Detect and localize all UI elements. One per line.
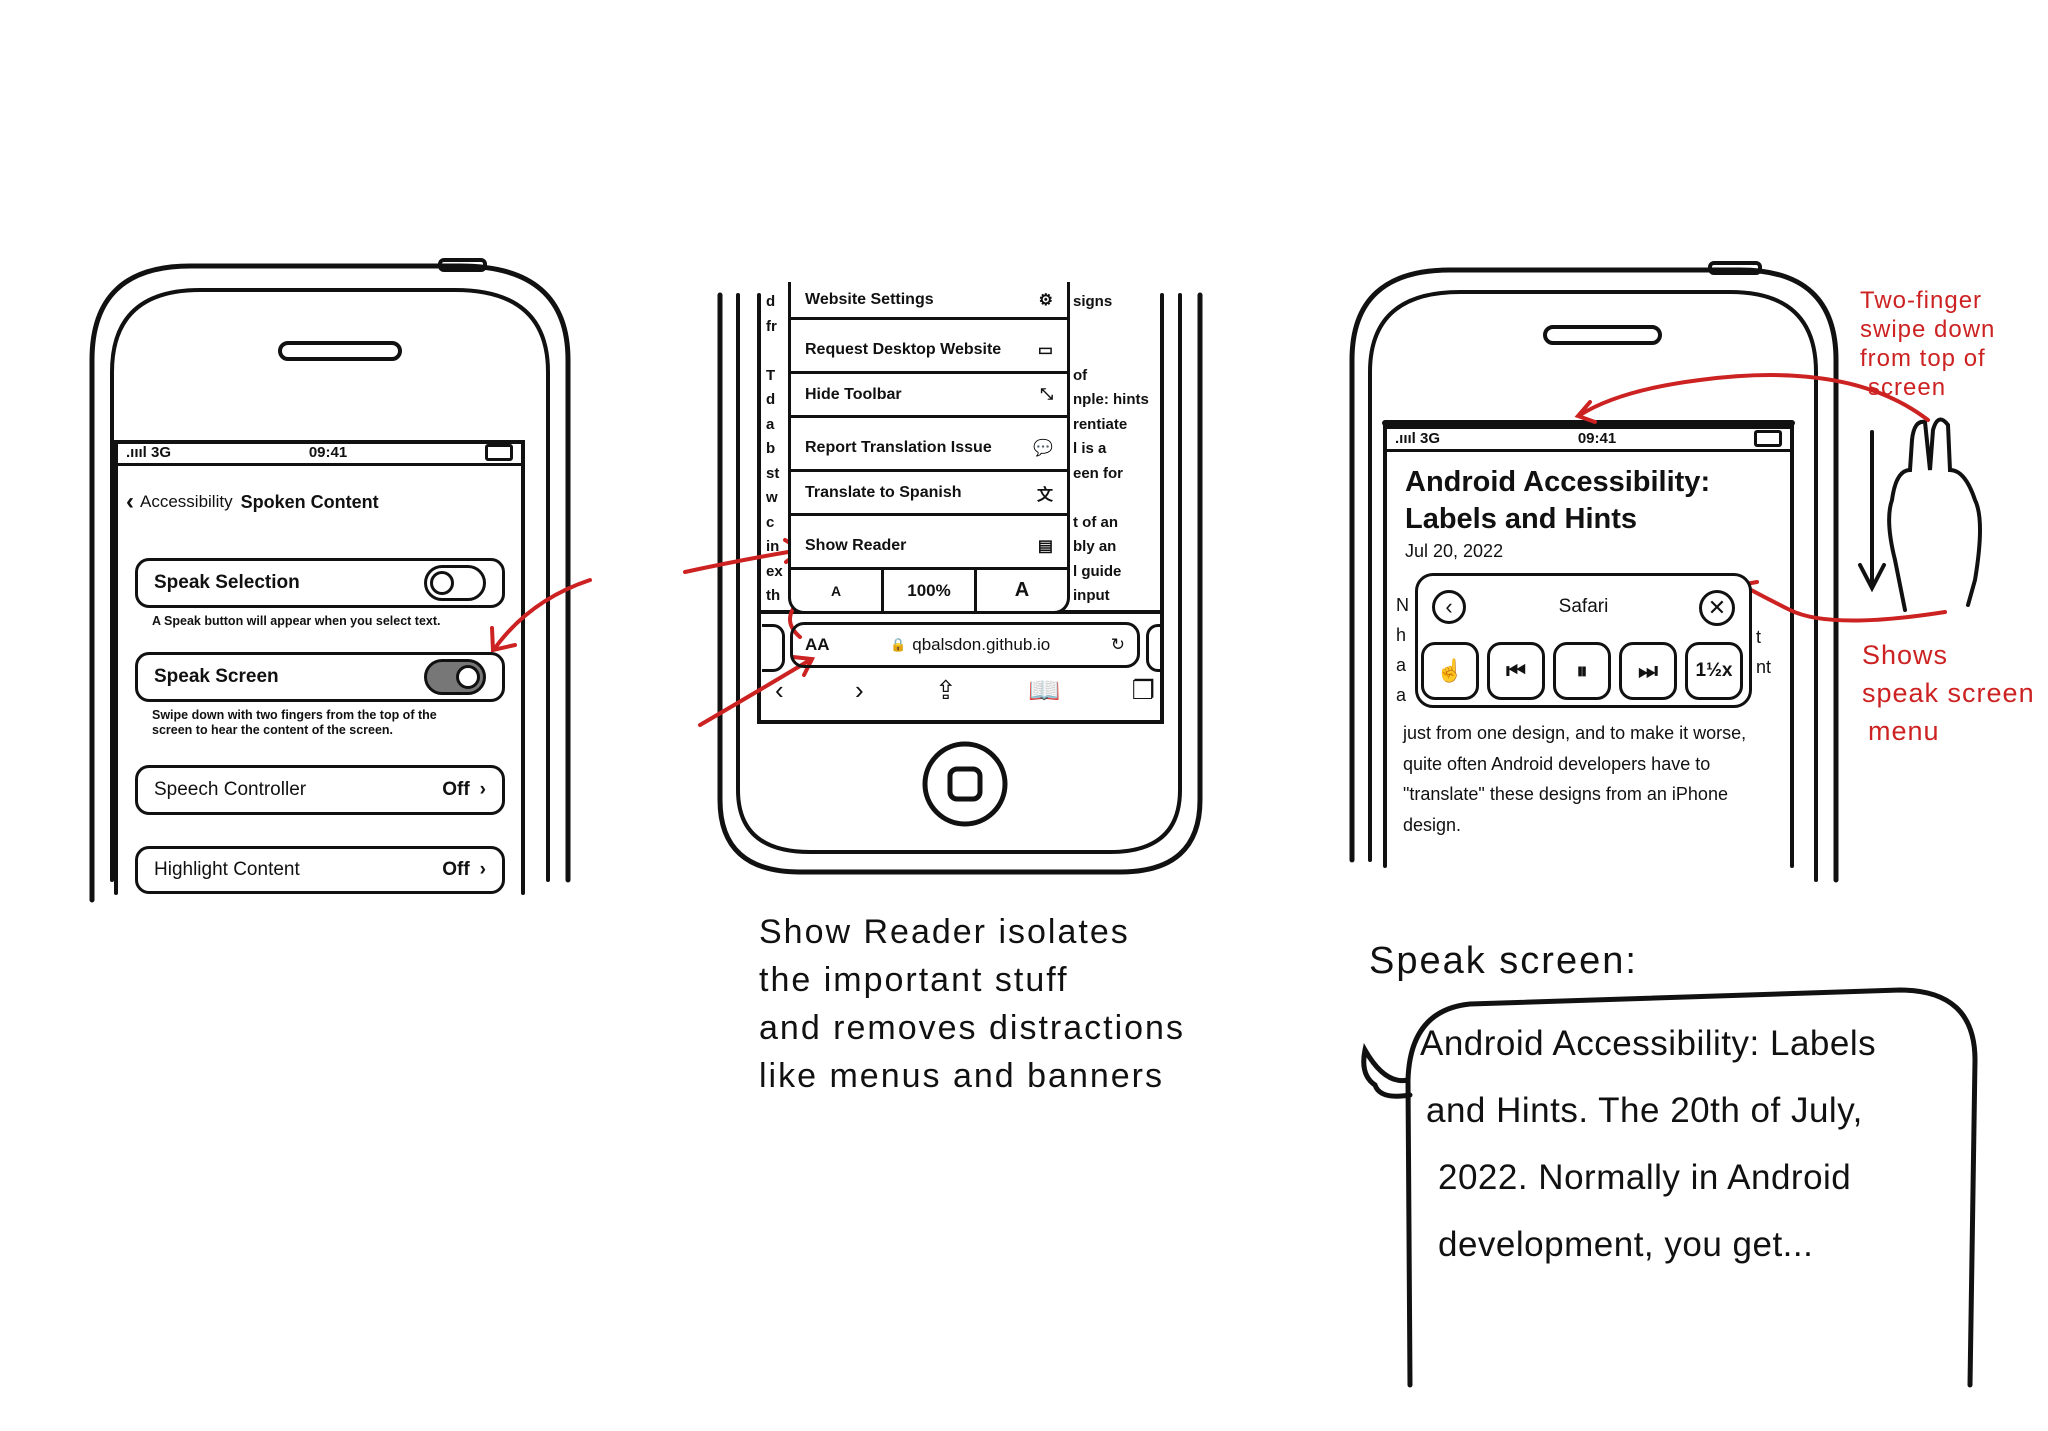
- page-title: Spoken Content: [240, 491, 379, 512]
- skip-back-icon: ⏮: [1506, 658, 1526, 683]
- text-size-row: A 100% A: [791, 570, 1067, 611]
- speak-screen-help: Swipe down with two fingers from the top…: [152, 708, 437, 737]
- speak-screen-heading: Speak screen:: [1369, 940, 1638, 982]
- page-settings-menu: Website Settings⚙ Request Desktop Websit…: [788, 282, 1070, 614]
- menu-item-hide-toolbar[interactable]: Hide Toolbar⤡: [791, 374, 1067, 418]
- bookmarks-icon[interactable]: 📖: [1027, 675, 1061, 705]
- clock: 09:41: [1577, 430, 1617, 447]
- signal-indicator: .ıııl 3G: [1395, 430, 1441, 447]
- address-bar[interactable]: AA 🔒 qbalsdon.github.io ↻: [790, 622, 1140, 668]
- chevron-right-icon: ›: [479, 779, 486, 800]
- reader-icon: ▤: [1037, 537, 1053, 555]
- speak-screen-row[interactable]: Speak Screen: [135, 652, 505, 702]
- speak-selection-row[interactable]: Speak Selection: [135, 558, 505, 608]
- back-icon[interactable]: ‹: [775, 675, 784, 705]
- phone1-nav-bar: ‹ Accessibility Spoken Content: [126, 488, 379, 516]
- lock-icon: 🔒: [890, 637, 907, 652]
- controller-title: Safari: [1558, 596, 1609, 617]
- arrow-to-speak-menu: [1740, 583, 1947, 623]
- gear-icon: ⚙: [1038, 291, 1053, 309]
- forward-icon[interactable]: ›: [854, 675, 864, 705]
- row-label: Highlight Content: [154, 859, 300, 880]
- pause-button[interactable]: ⏸: [1553, 642, 1611, 700]
- hand-pointer-icon: ☝: [1436, 658, 1464, 683]
- phone3-status-bar: .ıııl 3G 09:41: [1385, 428, 1792, 452]
- expand-arrows-icon: ⤡: [1040, 385, 1053, 403]
- page-background-text-left: d fr T d a b st w c in ex th: [766, 293, 783, 604]
- speak-menu-note: Shows speak screen menu: [1862, 640, 2035, 746]
- row-label: Speech Controller: [154, 779, 307, 800]
- page-settings-button[interactable]: AA: [805, 635, 830, 654]
- speech-controller-row[interactable]: Speech Controller Off ›: [135, 765, 505, 815]
- skip-forward-icon: ⏭: [1638, 658, 1658, 683]
- phone3-speaker: [1543, 325, 1662, 345]
- touch-to-speak-button[interactable]: ☝: [1421, 642, 1479, 700]
- phone1-status-bar: .ıııl 3G 09:41: [116, 442, 523, 466]
- arrow-to-speak-screen: [493, 578, 592, 650]
- battery-icon: [1753, 430, 1782, 447]
- decrease-text-size-button[interactable]: A: [791, 570, 884, 611]
- hand-icon: [1887, 417, 1982, 612]
- close-icon[interactable]: ✕: [1699, 590, 1735, 626]
- row-label: Speak Screen: [154, 666, 279, 687]
- tab-edge-right: [1146, 624, 1163, 672]
- menu-item-report-translation[interactable]: Report Translation Issue💬: [791, 426, 1067, 472]
- fast-forward-button[interactable]: ⏭: [1619, 642, 1677, 700]
- monitor-icon: ▭: [1037, 341, 1053, 359]
- back-label: Accessibility: [140, 492, 233, 511]
- reload-icon[interactable]: ↻: [1110, 635, 1125, 654]
- phone1-speaker: [278, 341, 402, 361]
- tab-edge-left: [762, 624, 785, 672]
- speak-selection-toggle[interactable]: [424, 565, 486, 601]
- page-background-text-right: signs of nple: hints rentiate l is a een…: [1073, 293, 1149, 604]
- article-date: Jul 20, 2022: [1405, 541, 1504, 561]
- controller-back-button[interactable]: ‹: [1432, 590, 1466, 624]
- row-value: Off: [442, 859, 470, 880]
- speed-button[interactable]: 1½x: [1685, 642, 1743, 700]
- back-button[interactable]: ‹ Accessibility: [126, 488, 233, 516]
- menu-item-website-settings[interactable]: Website Settings⚙: [791, 282, 1067, 320]
- chevron-right-icon: ›: [479, 859, 486, 880]
- gesture-note: Two-finger swipe down from top of screen: [1860, 287, 1996, 401]
- article-body: just from one design, and to make it wor…: [1403, 723, 1747, 835]
- chevron-left-icon: ‹: [126, 488, 134, 515]
- speak-selection-help: A Speak button will appear when you sele…: [152, 614, 441, 628]
- pause-icon: ⏸: [1576, 658, 1588, 683]
- share-icon[interactable]: ⇪: [934, 675, 957, 705]
- battery-icon: [484, 444, 513, 461]
- url-text: qbalsdon.github.io: [912, 635, 1051, 654]
- show-reader-caption: Show Reader isolates the important stuff…: [759, 913, 1185, 1095]
- clock: 09:41: [308, 444, 348, 461]
- speech-bubble-alert-icon: 💬: [1033, 439, 1053, 457]
- article-title: Android Accessibility: Labels and Hints: [1405, 466, 1711, 535]
- rewind-button[interactable]: ⏮: [1487, 642, 1545, 700]
- speak-screen-toggle[interactable]: [424, 659, 486, 695]
- highlight-content-row[interactable]: Highlight Content Off ›: [135, 846, 505, 894]
- speech-bubble-text: Android Accessibility: Labels and Hints.…: [1420, 1024, 1877, 1264]
- row-label: Speak Selection: [154, 572, 300, 593]
- menu-item-request-desktop[interactable]: Request Desktop Website▭: [791, 328, 1067, 374]
- translate-icon: 文: [1036, 486, 1053, 504]
- phone2-home-button: [922, 741, 1008, 827]
- menu-item-show-reader[interactable]: Show Reader▤: [791, 524, 1067, 570]
- row-value: Off: [442, 779, 470, 800]
- increase-text-size-button[interactable]: A: [1014, 579, 1030, 601]
- safari-toolbar: ‹ › ⇪ 📖 ❐: [775, 675, 1155, 706]
- zoom-level: 100%: [884, 570, 977, 611]
- signal-indicator: .ıııl 3G: [126, 444, 172, 461]
- tabs-icon[interactable]: ❐: [1131, 675, 1155, 705]
